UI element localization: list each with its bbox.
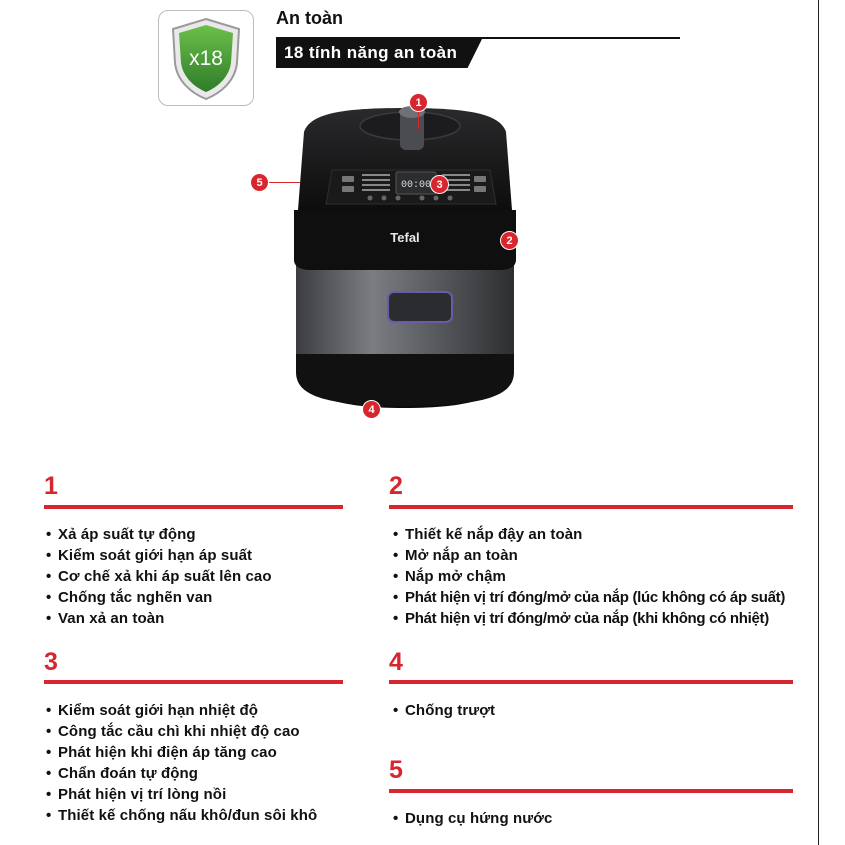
- section-3-list: •Kiểm soát giới hạn nhiệt độ •Công tắc c…: [46, 700, 317, 826]
- section-4-number: 4: [389, 648, 403, 676]
- brand-logo: Tefal: [390, 230, 419, 245]
- list-item: •Phát hiện vị trí đóng/mở của nắp (lúc k…: [393, 589, 786, 606]
- page-subtitle: 18 tính năng an toàn: [284, 43, 458, 62]
- title-underline: [276, 37, 680, 39]
- callout-5-line: [266, 182, 300, 183]
- section-5-rule: [389, 789, 793, 793]
- subtitle-tab: [276, 39, 482, 68]
- section-5-number: 5: [389, 756, 403, 784]
- list-item: •Nắp mở chậm: [393, 568, 506, 585]
- list-item: •Phát hiện vị trí đóng/mở của nắp (khi k…: [393, 610, 769, 627]
- list-item: •Van xả an toàn: [46, 610, 165, 627]
- list-item: •Dụng cụ hứng nước: [393, 810, 553, 827]
- section-1-list: •Xả áp suất tự động •Kiểm soát giới hạn …: [46, 524, 272, 629]
- list-item: •Phát hiện vị trí lòng nồi: [46, 786, 227, 803]
- section-5-list: •Dụng cụ hứng nước: [393, 808, 552, 829]
- section-4-rule: [389, 680, 793, 684]
- list-item: •Chống trượt: [393, 702, 496, 719]
- list-item: •Kiểm soát giới hạn áp suất: [46, 547, 253, 564]
- callout-1-marker: 1: [410, 94, 427, 111]
- badge-label: x18: [189, 47, 223, 70]
- list-item: •Cơ chế xả khi áp suất lên cao: [46, 568, 272, 585]
- list-item: •Chẩn đoán tự động: [46, 765, 199, 782]
- callout-2-marker: 2: [501, 232, 518, 249]
- section-4-list: •Chống trượt: [393, 700, 495, 721]
- list-item: •Mở nắp an toàn: [393, 547, 518, 564]
- list-item: •Phát hiện khi điện áp tăng cao: [46, 744, 277, 761]
- section-2-number: 2: [389, 472, 403, 500]
- display-readout: 00:00: [401, 180, 431, 191]
- pressure-cooker-image: 00:00 Tefal: [250, 92, 560, 422]
- section-1-number: 1: [44, 472, 58, 500]
- list-item: •Chống tắc nghẽn van: [46, 589, 213, 606]
- list-item: •Xả áp suất tự động: [46, 526, 196, 543]
- section-2-list: •Thiết kế nắp đậy an toàn •Mở nắp an toà…: [393, 524, 785, 629]
- right-border-line: [818, 0, 819, 845]
- section-1-rule: [44, 505, 343, 509]
- callout-1-line: [418, 103, 419, 129]
- list-item: •Công tắc cầu chì khi nhiệt độ cao: [46, 723, 300, 740]
- shield-icon: x18: [171, 17, 241, 101]
- list-item: •Thiết kế nắp đậy an toàn: [393, 526, 583, 543]
- list-item: •Thiết kế chống nấu khô/đun sôi khô: [46, 807, 318, 824]
- callout-4-marker: 4: [363, 401, 380, 418]
- section-3-rule: [44, 680, 343, 684]
- page-title: An toàn: [276, 8, 343, 28]
- safety-badge: x18: [158, 10, 254, 106]
- section-3-number: 3: [44, 648, 58, 676]
- callout-3-marker: 3: [431, 176, 448, 193]
- list-item: •Kiểm soát giới hạn nhiệt độ: [46, 702, 259, 719]
- callout-5-marker: 5: [251, 174, 268, 191]
- section-2-rule: [389, 505, 793, 509]
